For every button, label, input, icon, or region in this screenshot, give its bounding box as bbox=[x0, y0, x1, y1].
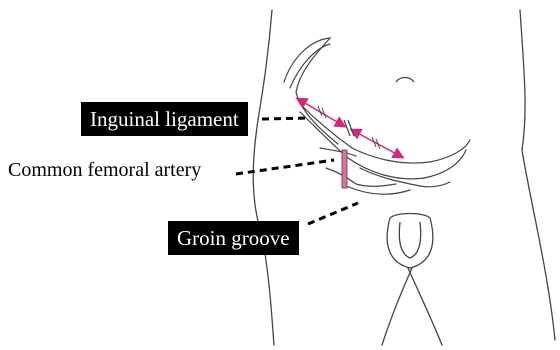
leader-inguinal-ligament bbox=[262, 118, 310, 119]
genital-outline bbox=[387, 214, 433, 269]
midpoint-tick-icon bbox=[344, 120, 354, 136]
ligament-arrow-right-segment bbox=[352, 130, 402, 157]
inguinal-ligament-label: Inguinal ligament bbox=[81, 102, 248, 136]
leader-femoral-artery bbox=[236, 160, 334, 174]
femoral-artery-marker bbox=[342, 150, 347, 188]
leader-groin-groove bbox=[308, 203, 358, 224]
inguinal-fold-lower bbox=[300, 112, 466, 179]
measurement-arrows bbox=[298, 99, 402, 157]
iliac-crest-outer bbox=[284, 38, 338, 144]
groin-crease bbox=[346, 186, 410, 194]
inner-contour bbox=[399, 222, 420, 258]
inner-right-leg bbox=[408, 268, 442, 345]
navel bbox=[396, 78, 414, 83]
body-outline bbox=[253, 10, 555, 345]
common-femoral-artery-label: Common femoral artery bbox=[8, 160, 201, 180]
iliac-crest-inner bbox=[290, 44, 330, 88]
groin-groove-label: Groin groove bbox=[168, 221, 299, 255]
femoral-sheath-lower bbox=[326, 168, 396, 186]
outer-contour bbox=[387, 214, 433, 269]
left-flank-outline bbox=[253, 10, 272, 235]
inner-left-leg bbox=[382, 268, 412, 345]
pelvis-outline bbox=[284, 38, 470, 194]
leader-lines bbox=[236, 118, 358, 224]
right-flank-outline bbox=[520, 10, 555, 340]
pubic-curve bbox=[360, 168, 450, 187]
